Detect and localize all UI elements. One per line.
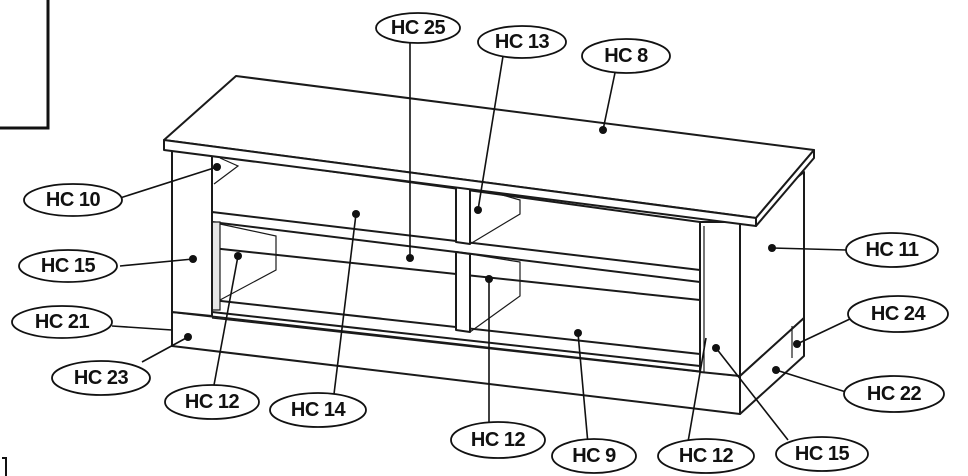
part-label-text: HC 25 (391, 17, 446, 39)
part-label-text: HC 14 (291, 399, 347, 421)
top-board-side-edge (755, 149, 815, 227)
part-label-hc14: HC 14 (269, 392, 367, 428)
plinth-shadow-line (211, 317, 701, 373)
part-label-text: HC 8 (604, 45, 648, 67)
part-label-hc8: HC 8 (581, 38, 671, 74)
part-label-text: HC 21 (35, 311, 90, 333)
center-divider-upper (455, 185, 471, 245)
part-label-text: HC 22 (867, 383, 922, 405)
part-label-text: HC 15 (41, 255, 96, 277)
left-inner-divider (211, 221, 221, 311)
center-divider-lower (455, 251, 471, 333)
part-label-hc23: HC 23 (51, 360, 151, 396)
part-label-hc10: HC 10 (23, 183, 123, 217)
part-label-text: HC 24 (871, 303, 927, 325)
part-label-hc11: HC 11 (845, 232, 939, 268)
part-label-text: HC 11 (865, 239, 918, 261)
connector-dots (184, 126, 801, 374)
part-label-text: HC 23 (74, 367, 129, 389)
part-label-text: HC 9 (572, 445, 616, 467)
part-label-hc15-right: HC 15 (775, 436, 869, 472)
part-label-hc21: HC 21 (11, 305, 113, 339)
part-label-hc13: HC 13 (477, 25, 567, 59)
part-label-text: HC 12 (185, 391, 240, 413)
part-label-hc24: HC 24 (847, 295, 949, 333)
part-label-hc12-right: HC 12 (657, 438, 755, 474)
page-edge-mark (2, 457, 7, 476)
part-label-text: HC 13 (495, 31, 550, 53)
part-label-hc22: HC 22 (843, 375, 945, 413)
leader-lines (111, 30, 853, 445)
adjacent-panel-fragment (0, 0, 50, 130)
part-label-hc15-left: HC 15 (18, 249, 118, 283)
part-label-text: HC 12 (471, 429, 526, 451)
right-plinth-end (739, 317, 805, 415)
part-label-hc12-left: HC 12 (164, 384, 260, 420)
part-label-text: HC 12 (679, 445, 734, 467)
part-label-hc9: HC 9 (551, 438, 637, 474)
part-label-hc25: HC 25 (375, 12, 461, 44)
part-label-text: HC 10 (46, 189, 101, 211)
part-label-hc12-mid: HC 12 (450, 421, 546, 459)
part-label-text: HC 15 (795, 443, 850, 465)
